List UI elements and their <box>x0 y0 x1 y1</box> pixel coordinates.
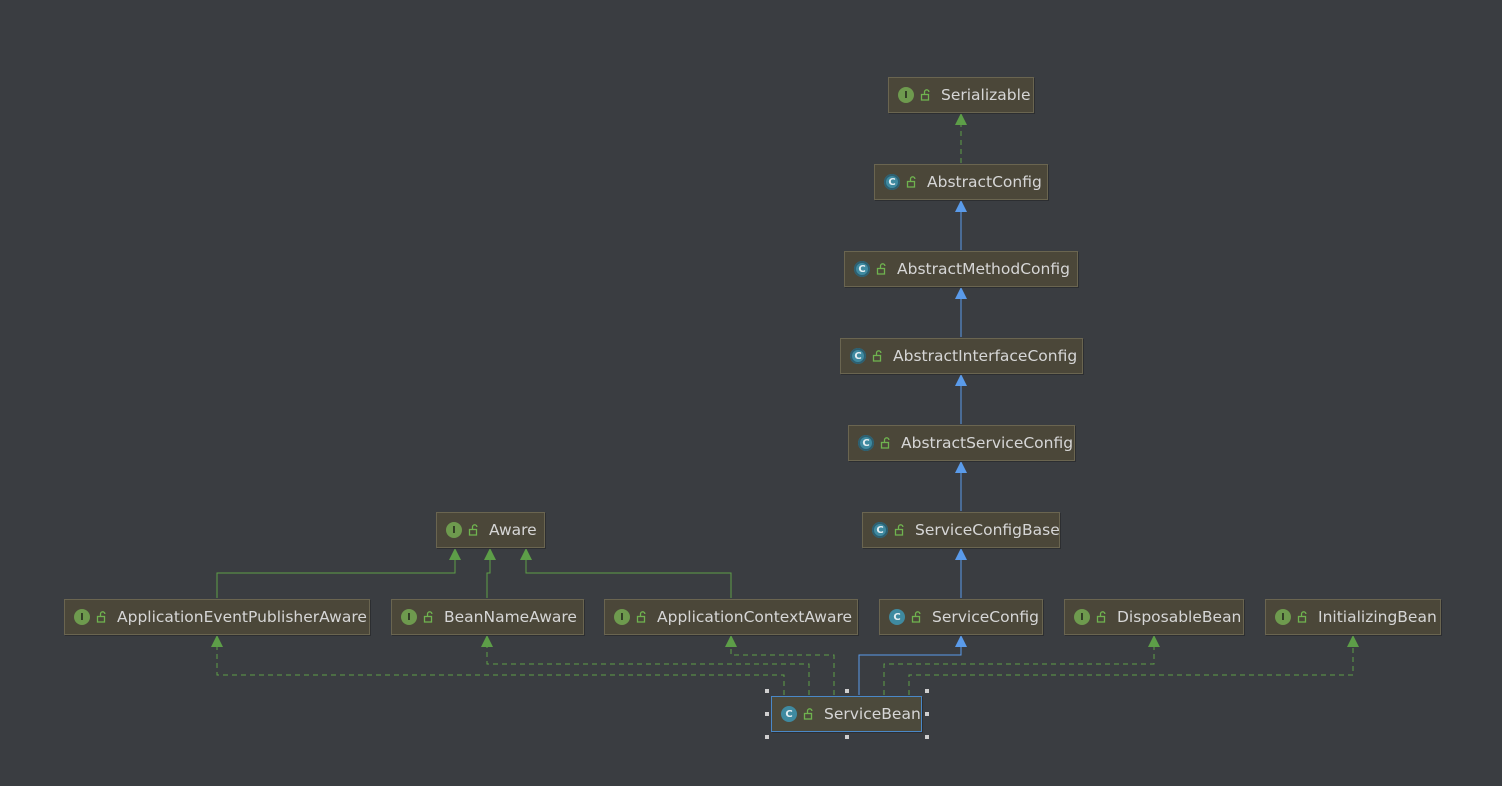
node-abstractserviceconfig[interactable]: C AbstractServiceConfig <box>848 425 1075 461</box>
interface-icon: I <box>1275 609 1291 625</box>
public-access-icon <box>906 176 918 188</box>
edge-servicebean-applicationeventpublisheraware <box>211 635 785 695</box>
node-label: ServiceConfigBase <box>915 521 1060 539</box>
class-icon: C <box>889 609 905 625</box>
public-access-icon <box>872 350 884 362</box>
node-label: InitializingBean <box>1318 608 1437 626</box>
node-label: ApplicationEventPublisherAware <box>117 608 367 626</box>
edge-servicebean-beannameaware <box>481 635 810 695</box>
interface-icon: I <box>898 87 914 103</box>
public-access-icon <box>1297 611 1309 623</box>
node-beannameaware[interactable]: I BeanNameAware <box>391 599 584 635</box>
edge-serviceconfigbase-abstractserviceconfig <box>955 461 967 511</box>
public-access-icon <box>803 708 815 720</box>
interface-icon: I <box>446 522 462 538</box>
node-label: AbstractServiceConfig <box>901 434 1074 452</box>
node-abstractinterfaceconfig[interactable]: C AbstractInterfaceConfig <box>840 338 1083 374</box>
interface-icon: I <box>1074 609 1090 625</box>
node-serviceconfig[interactable]: C ServiceConfig <box>879 599 1043 635</box>
edge-abstractmethodconfig-abstractconfig <box>955 200 967 250</box>
public-access-icon <box>423 611 435 623</box>
edge-servicebean-applicationcontextaware <box>725 635 835 695</box>
public-access-icon <box>894 524 906 536</box>
node-label: BeanNameAware <box>444 608 577 626</box>
public-access-icon <box>876 263 888 275</box>
node-serializable[interactable]: I Serializable <box>888 77 1034 113</box>
resize-handle-bottom-right[interactable] <box>925 735 929 739</box>
resize-handle-right[interactable] <box>925 712 929 716</box>
resize-handle-top-right[interactable] <box>925 689 929 693</box>
edge-applicationeventpublisheraware-aware <box>216 548 461 598</box>
edge-servicebean-disposablebean <box>883 635 1160 695</box>
node-applicationcontextaware[interactable]: I ApplicationContextAware <box>604 599 858 635</box>
public-access-icon <box>468 524 480 536</box>
node-serviceconfigbase[interactable]: C ServiceConfigBase <box>862 512 1060 548</box>
node-initializingbean[interactable]: I InitializingBean <box>1265 599 1441 635</box>
interface-icon: I <box>74 609 90 625</box>
public-access-icon <box>96 611 108 623</box>
node-label: Aware <box>489 521 537 539</box>
node-label: ApplicationContextAware <box>657 608 853 626</box>
interface-icon: I <box>614 609 630 625</box>
abstract-class-icon: C <box>858 435 874 451</box>
edge-abstractserviceconfig-abstractinterfaceconfig <box>955 374 967 424</box>
node-abstractmethodconfig[interactable]: C AbstractMethodConfig <box>844 251 1078 287</box>
node-label: DisposableBean <box>1117 608 1242 626</box>
abstract-class-icon: C <box>872 522 888 538</box>
resize-handle-top[interactable] <box>845 689 849 693</box>
node-label: AbstractInterfaceConfig <box>893 347 1078 365</box>
resize-handle-left[interactable] <box>765 712 769 716</box>
node-label: AbstractConfig <box>927 173 1042 191</box>
node-label: Serializable <box>941 86 1031 104</box>
interface-icon: I <box>401 609 417 625</box>
node-label: ServiceConfig <box>932 608 1040 626</box>
edge-abstractinterfaceconfig-abstractmethodconfig <box>955 287 967 337</box>
edge-beannameaware-aware <box>484 548 496 598</box>
public-access-icon <box>920 89 932 101</box>
resize-handle-bottom[interactable] <box>845 735 849 739</box>
edge-servicebean-serviceconfig <box>858 635 967 695</box>
node-aware[interactable]: I Aware <box>436 512 545 548</box>
public-access-icon <box>880 437 892 449</box>
abstract-class-icon: C <box>884 174 900 190</box>
node-abstractconfig[interactable]: C AbstractConfig <box>874 164 1048 200</box>
edge-servicebean-initializingbean <box>908 635 1359 695</box>
abstract-class-icon: C <box>850 348 866 364</box>
node-label: AbstractMethodConfig <box>897 260 1070 278</box>
edge-serviceconfig-serviceconfigbase <box>955 548 967 598</box>
public-access-icon <box>636 611 648 623</box>
edge-abstractconfig-serializable <box>955 113 967 163</box>
node-applicationeventpublisheraware[interactable]: I ApplicationEventPublisherAware <box>64 599 370 635</box>
node-label: ServiceBean <box>824 705 921 723</box>
node-servicebean[interactable]: C ServiceBean <box>771 696 922 732</box>
abstract-class-icon: C <box>854 261 870 277</box>
public-access-icon <box>911 611 923 623</box>
public-access-icon <box>1096 611 1108 623</box>
class-icon: C <box>781 706 797 722</box>
node-disposablebean[interactable]: I DisposableBean <box>1064 599 1244 635</box>
resize-handle-top-left[interactable] <box>765 689 769 693</box>
resize-handle-bottom-left[interactable] <box>765 735 769 739</box>
edge-applicationcontextaware-aware <box>520 548 732 598</box>
